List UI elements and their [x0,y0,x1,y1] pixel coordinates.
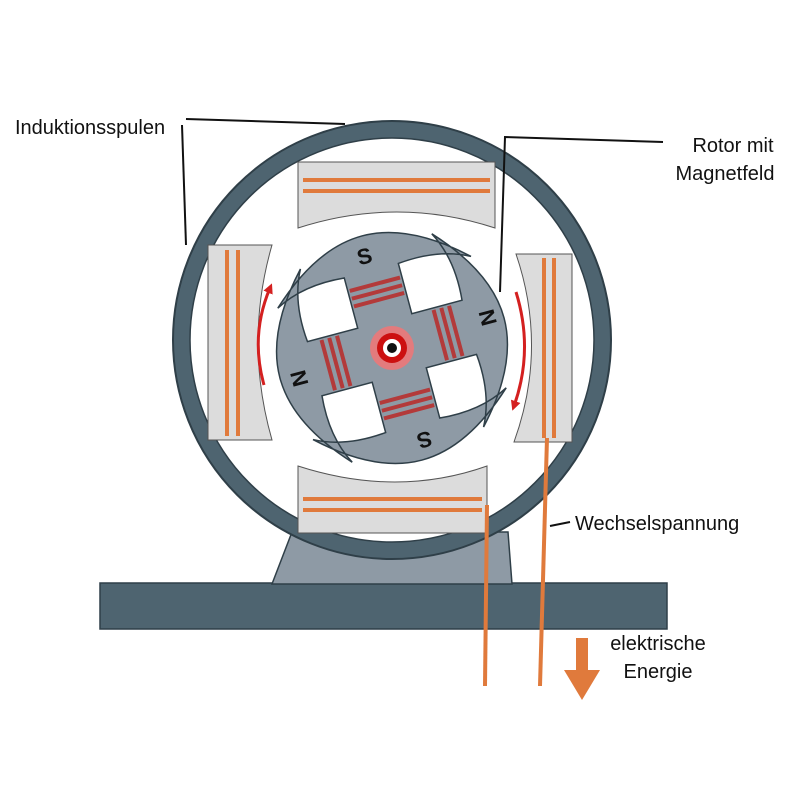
output-wire-right [538,437,549,687]
pole-label-left: N [285,368,313,390]
pole-label-bottom: S [414,426,435,454]
leader-induction-coils-2 [185,118,346,125]
rotor-winding-left [319,335,353,391]
label-energy-line1: elektrische [610,633,706,655]
output-wire-left [483,504,489,687]
label-induction-coils: Induktionsspulen [15,117,165,139]
energy-arrow-icon [564,638,600,700]
leader-rotor [499,135,664,293]
leader-induction-coils [181,124,187,246]
stator-coil-right [513,253,573,443]
rotor-winding-right [431,305,465,361]
label-rotor-line2: Magnetfeld [676,163,775,185]
rotor-winding-bottom [379,387,435,421]
label-energy-line2: Energie [624,661,693,683]
label-rotor-line1: Rotor mit [692,135,774,157]
pole-label-top: S [354,242,375,270]
stator-coil-bottom [297,465,488,534]
rotation-arrow-right [510,291,527,411]
stator-coil-top [297,161,496,229]
leader-ac-voltage [549,521,571,527]
base-plate [99,582,668,630]
label-ac-voltage: Wechselspannung [575,513,739,535]
pole-label-right: N [473,307,501,329]
rotor-winding-top [349,275,405,309]
axle-icon [370,326,414,370]
rotation-arrow-left [256,283,273,386]
